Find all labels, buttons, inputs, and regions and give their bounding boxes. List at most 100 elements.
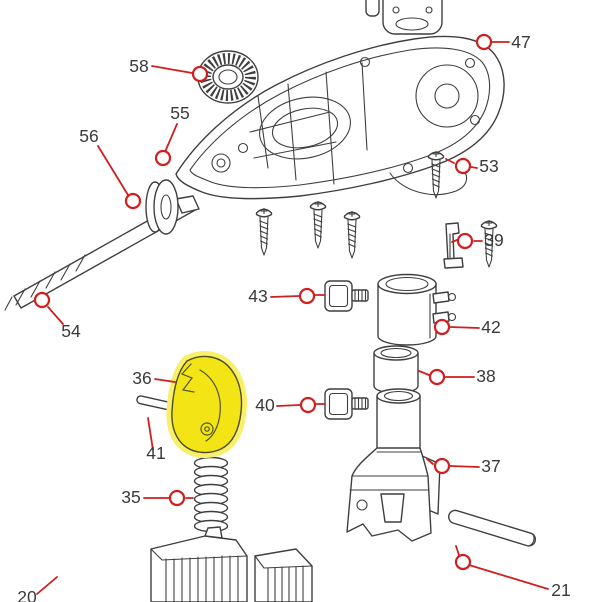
ring-bore-inner — [218, 69, 238, 85]
callout-20[interactable]: 20 — [17, 576, 58, 602]
callout-58-label[interactable]: 58 — [129, 56, 148, 76]
housing-tip-hole-inner — [216, 158, 226, 168]
callout-37-marker — [433, 457, 451, 475]
base-right-body — [254, 548, 313, 602]
callout-20-line — [36, 576, 58, 595]
callout-42[interactable]: 42 — [433, 317, 501, 337]
knob — [324, 388, 369, 420]
callout-21[interactable]: 21 — [454, 545, 571, 600]
column-tube-bore — [383, 390, 414, 402]
part-clamp-collar — [377, 273, 457, 346]
callout-43-line — [270, 294, 325, 298]
housing-motor-boss-inner — [434, 83, 460, 109]
callout-54-line — [47, 306, 64, 325]
callout-41[interactable]: 41 — [146, 417, 166, 463]
callout-40-marker — [299, 396, 317, 414]
motor-body — [382, 0, 443, 35]
roller-pin-body — [448, 509, 537, 547]
base-left-body — [150, 535, 248, 602]
callout-40[interactable]: 40 — [255, 395, 325, 415]
callout-54-label[interactable]: 54 — [61, 321, 81, 341]
callout-21-marker — [454, 553, 472, 571]
column-hole — [356, 499, 368, 511]
callout-37-label[interactable]: 37 — [481, 456, 500, 476]
callout-37[interactable]: 37 — [426, 456, 501, 476]
callout-39-label[interactable]: 39 — [484, 230, 503, 250]
callout-36-line — [154, 378, 176, 383]
callout-47-marker — [475, 33, 493, 51]
base-left-tab — [204, 526, 223, 539]
part-latch-lever-highlighted[interactable] — [166, 350, 247, 458]
callout-35[interactable]: 35 — [121, 487, 194, 507]
base-left-ribs — [165, 555, 239, 602]
callout-42-label[interactable]: 42 — [481, 317, 500, 337]
callout-43[interactable]: 43 — [248, 286, 325, 306]
column-bracket-ribs — [349, 451, 430, 491]
callout-56[interactable]: 56 — [79, 126, 142, 210]
housing-tip-hole-outer — [211, 153, 231, 173]
bushing-bore — [380, 347, 412, 359]
housing-boss — [469, 114, 481, 126]
callout-21-line — [455, 545, 549, 590]
callout-39[interactable]: 39 — [451, 230, 504, 250]
callout-56-label[interactable]: 56 — [79, 126, 98, 146]
callout-41-label[interactable]: 41 — [146, 443, 165, 463]
housing-inner-rim — [189, 47, 491, 189]
callout-55-label[interactable]: 55 — [170, 103, 189, 123]
collar-ear — [432, 291, 450, 304]
callout-53-marker — [454, 157, 472, 175]
screw — [309, 200, 327, 249]
callout-58[interactable]: 58 — [129, 56, 209, 83]
collar-body — [377, 283, 437, 346]
housing-ribs — [249, 62, 368, 185]
callout-35-label[interactable]: 35 — [121, 487, 140, 507]
callout-53-line — [445, 158, 478, 169]
end-cap-bore — [160, 194, 172, 220]
part-motor-end-cap — [145, 179, 200, 235]
callout-53[interactable]: 53 — [445, 156, 499, 176]
screw — [255, 207, 273, 256]
ring-bore — [212, 64, 244, 90]
callout-43-marker — [298, 287, 316, 305]
motor-screw-hole — [425, 6, 433, 14]
part-shaft-bushing — [373, 345, 419, 394]
callout-42-marker — [433, 318, 451, 336]
housing-boss — [402, 162, 414, 174]
shaft-break-hatching — [4, 254, 86, 311]
callout-36-label[interactable]: 36 — [132, 368, 151, 388]
housing-boss — [359, 56, 371, 68]
callout-55[interactable]: 55 — [154, 103, 190, 167]
callout-42-line — [449, 326, 480, 329]
housing-pocket-inner — [271, 107, 339, 149]
end-cap-hub — [175, 195, 200, 214]
housing-boss — [237, 142, 249, 154]
callout-58-line — [151, 65, 193, 74]
callout-43-label[interactable]: 43 — [248, 286, 267, 306]
callout-47-label[interactable]: 47 — [511, 32, 530, 52]
callout-55-marker — [154, 149, 172, 167]
part-top-motor — [365, 0, 443, 35]
callout-53-label[interactable]: 53 — [479, 156, 498, 176]
callout-55-line — [164, 123, 178, 153]
callout-38[interactable]: 38 — [418, 366, 496, 386]
housing-motor-boss-outer — [415, 64, 479, 128]
latch-lever-claw — [180, 363, 195, 393]
collar-bolt — [447, 312, 457, 322]
motor-screw-hole — [392, 6, 400, 14]
screw — [427, 150, 445, 199]
callout-47[interactable]: 47 — [475, 32, 531, 52]
callout-20-label[interactable]: 20 — [17, 587, 37, 602]
collar-bore — [385, 276, 429, 292]
callout-58-marker — [191, 65, 209, 83]
callout-36[interactable]: 36 — [132, 368, 176, 388]
callout-21-label[interactable]: 21 — [551, 580, 570, 600]
callout-40-label[interactable]: 40 — [255, 395, 275, 415]
part-bracket-column — [346, 388, 441, 542]
screw — [343, 210, 361, 259]
callout-54[interactable]: 54 — [33, 291, 81, 341]
latch-lever-body — [171, 355, 243, 454]
callout-37-line — [426, 458, 480, 468]
callout-38-label[interactable]: 38 — [476, 366, 495, 386]
housing-lower-flap — [389, 168, 468, 195]
